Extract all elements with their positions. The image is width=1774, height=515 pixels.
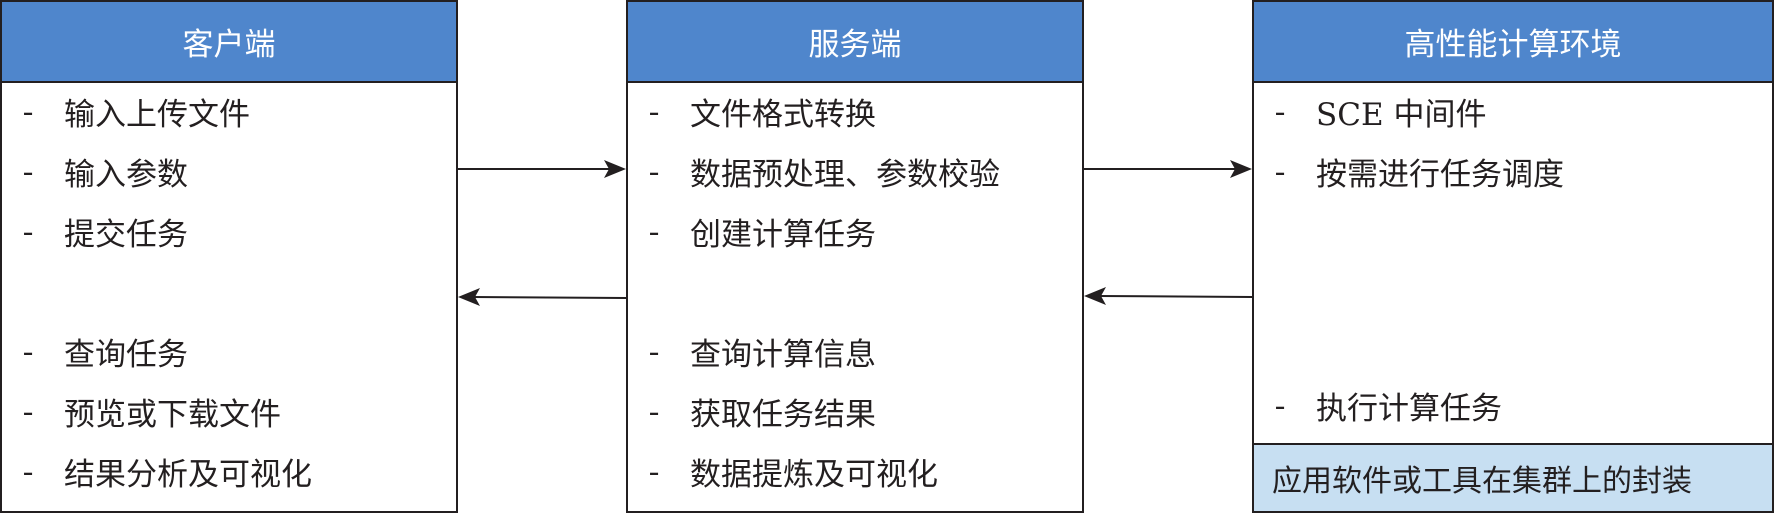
server-item-label: 数据提炼及可视化 xyxy=(690,456,938,493)
bullet-dash: - xyxy=(648,93,660,128)
client-header: 客户端 xyxy=(2,2,456,83)
arrowhead-left-icon xyxy=(1084,287,1106,305)
bullet-dash: - xyxy=(1274,387,1286,422)
server-box: 服务端 - 文件格式转换 - 数据预处理、参数校验 - 创建计算任务 - 查询计… xyxy=(626,0,1084,513)
server-item-label: 获取任务结果 xyxy=(690,396,876,433)
bullet-dash: - xyxy=(648,213,660,248)
server-item-label: 文件格式转换 xyxy=(690,96,876,133)
server-item-label: 数据预处理、参数校验 xyxy=(690,156,1000,193)
client-item-label: 结果分析及可视化 xyxy=(64,456,312,493)
client-item-label: 预览或下载文件 xyxy=(64,396,281,433)
client-item-label: 查询任务 xyxy=(64,336,188,373)
client-item-label: 输入参数 xyxy=(64,156,188,193)
server-item-visualize: - 数据提炼及可视化 xyxy=(628,449,1082,493)
client-item-label: 提交任务 xyxy=(64,216,188,253)
bullet-dash: - xyxy=(1274,93,1286,128)
server-item-get-result: - 获取任务结果 xyxy=(628,389,1082,433)
hpc-header: 高性能计算环境 xyxy=(1254,2,1772,83)
arrow-hpc-to-server xyxy=(1097,295,1253,298)
server-item-label: 创建计算任务 xyxy=(690,216,876,253)
client-item-params: - 输入参数 xyxy=(2,149,456,193)
hpc-footer-bar: 应用软件或工具在集群上的封装 xyxy=(1254,443,1772,511)
server-item-convert: - 文件格式转换 xyxy=(628,89,1082,133)
client-box: 客户端 - 输入上传文件 - 输入参数 - 提交任务 - 查询任务 - 预览或下… xyxy=(0,0,458,513)
server-item-query-info: - 查询计算信息 xyxy=(628,329,1082,373)
client-item-query: - 查询任务 xyxy=(2,329,456,373)
server-item-create-task: - 创建计算任务 xyxy=(628,209,1082,253)
client-item-submit: - 提交任务 xyxy=(2,209,456,253)
arrowhead-left-icon xyxy=(458,288,480,306)
bullet-dash: - xyxy=(22,213,34,248)
hpc-item-label: SCE 中间件 xyxy=(1316,96,1487,133)
server-header: 服务端 xyxy=(628,2,1082,83)
client-item-preview: - 预览或下载文件 xyxy=(2,389,456,433)
hpc-item-label: 按需进行任务调度 xyxy=(1316,156,1564,193)
bullet-dash: - xyxy=(648,453,660,488)
server-item-label: 查询计算信息 xyxy=(690,336,876,373)
bullet-dash: - xyxy=(22,453,34,488)
bullet-dash: - xyxy=(22,393,34,428)
hpc-item-scheduling: - 按需进行任务调度 xyxy=(1254,149,1772,193)
client-item-analysis: - 结果分析及可视化 xyxy=(2,449,456,493)
bullet-dash: - xyxy=(1274,153,1286,188)
arrow-server-to-client xyxy=(471,296,627,299)
bullet-dash: - xyxy=(22,333,34,368)
client-item-label: 输入上传文件 xyxy=(64,96,250,133)
arrowhead-right-icon xyxy=(1230,160,1252,178)
client-item-upload: - 输入上传文件 xyxy=(2,89,456,133)
hpc-item-label: 执行计算任务 xyxy=(1316,390,1502,427)
bullet-dash: - xyxy=(22,153,34,188)
hpc-item-middleware: - SCE 中间件 xyxy=(1254,89,1772,133)
arrowhead-right-icon xyxy=(604,160,626,178)
hpc-item-execute: - 执行计算任务 xyxy=(1254,383,1772,427)
bullet-dash: - xyxy=(648,333,660,368)
bullet-dash: - xyxy=(22,93,34,128)
hpc-box: 高性能计算环境 - SCE 中间件 - 按需进行任务调度 - 执行计算任务 应用… xyxy=(1252,0,1774,513)
server-item-preprocess: - 数据预处理、参数校验 xyxy=(628,149,1082,193)
bullet-dash: - xyxy=(648,393,660,428)
bullet-dash: - xyxy=(648,153,660,188)
